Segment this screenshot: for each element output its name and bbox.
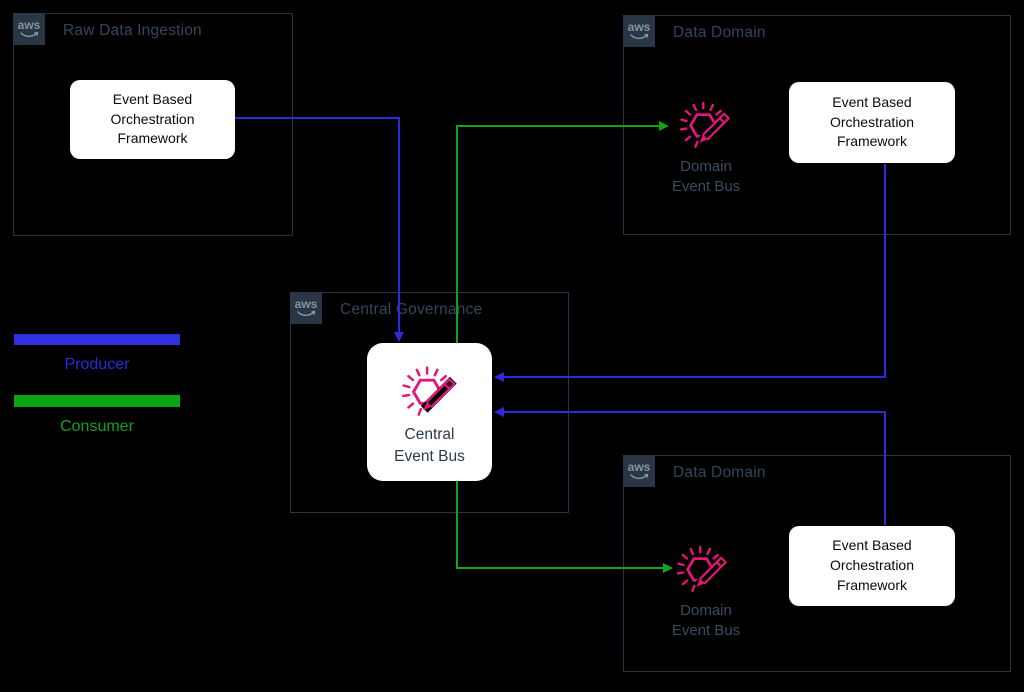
group-title: Raw Data Ingestion <box>63 22 202 39</box>
aws-logo-icon: aws <box>623 455 655 487</box>
aws-logo-text: aws <box>628 460 651 474</box>
node-ebof-data-domain-bottom: Event Based Orchestration Framework <box>789 526 955 606</box>
node-label: Event Based Orchestration Framework <box>829 93 915 150</box>
eventbridge-icon-domain-top <box>677 92 735 150</box>
group-title: Data Domain <box>673 464 766 481</box>
group-title: Central Governance <box>340 301 483 318</box>
node-label: Event Based Orchestration Framework <box>110 90 195 147</box>
aws-logo-text: aws <box>295 297 318 311</box>
legend-producer-label: Producer <box>64 356 130 373</box>
node-label: Event Based Orchestration Framework <box>829 537 915 593</box>
node-label-domain-event-bus-bottom: Domain Event Bus <box>671 602 741 640</box>
aws-logo-icon: aws <box>623 15 655 47</box>
aws-logo-icon: aws <box>290 292 322 324</box>
node-label: Central Event Bus <box>394 425 465 465</box>
eventbridge-icon-domain-bottom <box>674 536 732 594</box>
eventbridge-icon <box>399 356 461 418</box>
legend-consumer-label: Consumer <box>60 418 134 435</box>
legend-consumer-bar <box>14 395 180 407</box>
legend-producer-bar <box>14 334 180 345</box>
group-raw-data-ingestion: aws Raw Data Ingestion <box>13 13 293 236</box>
group-title: Data Domain <box>673 24 766 41</box>
aws-logo-icon: aws <box>13 13 45 45</box>
node-ebof-data-domain-top: Event Based Orchestration Framework <box>789 82 955 163</box>
aws-logo-text: aws <box>628 20 651 34</box>
node-central-event-bus: Central Event Bus <box>367 343 492 481</box>
node-label-domain-event-bus-top: Domain Event Bus <box>671 158 741 196</box>
node-ebof-raw-data-ingestion: Event Based Orchestration Framework <box>70 80 235 159</box>
aws-logo-text: aws <box>18 18 41 32</box>
